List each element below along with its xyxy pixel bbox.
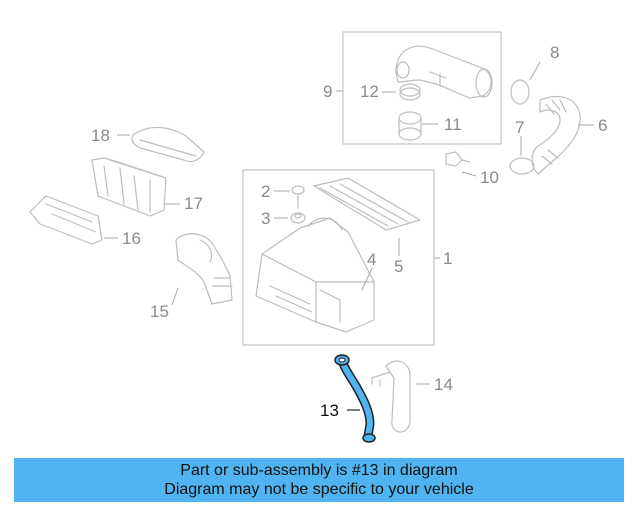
- filter-element-part-5: [313, 177, 421, 231]
- callout-11: 11: [444, 115, 462, 134]
- leader-line-15: [171, 287, 179, 306]
- callout-8: 8: [550, 43, 560, 62]
- callout-13: 13: [320, 401, 339, 420]
- leader-line-10: [461, 171, 477, 177]
- inset-box-intake-tube: [342, 31, 502, 145]
- callout-9: 9: [323, 82, 333, 101]
- clamp-part-12: [399, 83, 421, 101]
- sleeve-part-11: [398, 111, 422, 141]
- info-banner: Part or sub-assembly is #13 in diagram D…: [14, 458, 624, 502]
- intake-tube-part-9: [395, 45, 493, 99]
- hose-part-15: [175, 233, 233, 305]
- callout-4: 4: [367, 250, 377, 269]
- bolt-part-2: [291, 185, 305, 209]
- callout-5: 5: [394, 257, 404, 276]
- bolt-part-10: [445, 151, 471, 167]
- callout-18: 18: [91, 126, 110, 145]
- callout-12: 12: [360, 82, 379, 101]
- callout-16: 16: [122, 229, 141, 248]
- callout-7: 7: [515, 118, 525, 137]
- callout-3: 3: [261, 209, 271, 228]
- clamp-part-7: [509, 157, 535, 175]
- callout-2: 2: [261, 182, 271, 201]
- leader-line-8: [529, 61, 541, 81]
- inset-box-air-cleaner: [242, 169, 435, 346]
- duct-part-17: [91, 157, 167, 217]
- duct-part-16: [29, 195, 103, 245]
- callout-10: 10: [480, 168, 499, 187]
- leader-line-4: [361, 267, 373, 291]
- callout-14: 14: [434, 375, 453, 394]
- tube-part-14: [371, 360, 411, 433]
- clamp-part-8: [510, 79, 530, 105]
- grommet-part-3: [290, 212, 306, 224]
- banner-line-2: Diagram may not be specific to your vehi…: [164, 481, 474, 498]
- callout-15: 15: [150, 302, 169, 321]
- callout-17: 17: [184, 194, 203, 213]
- callout-1: 1: [443, 249, 453, 268]
- highlighted-hose-part-13: [334, 354, 376, 443]
- banner-line-1: Part or sub-assembly is #13 in diagram: [180, 462, 458, 479]
- hose-part-6: [531, 95, 581, 175]
- callout-6: 6: [598, 116, 608, 135]
- air-cleaner-housing-part-4: [255, 217, 375, 333]
- cover-part-18: [131, 126, 205, 163]
